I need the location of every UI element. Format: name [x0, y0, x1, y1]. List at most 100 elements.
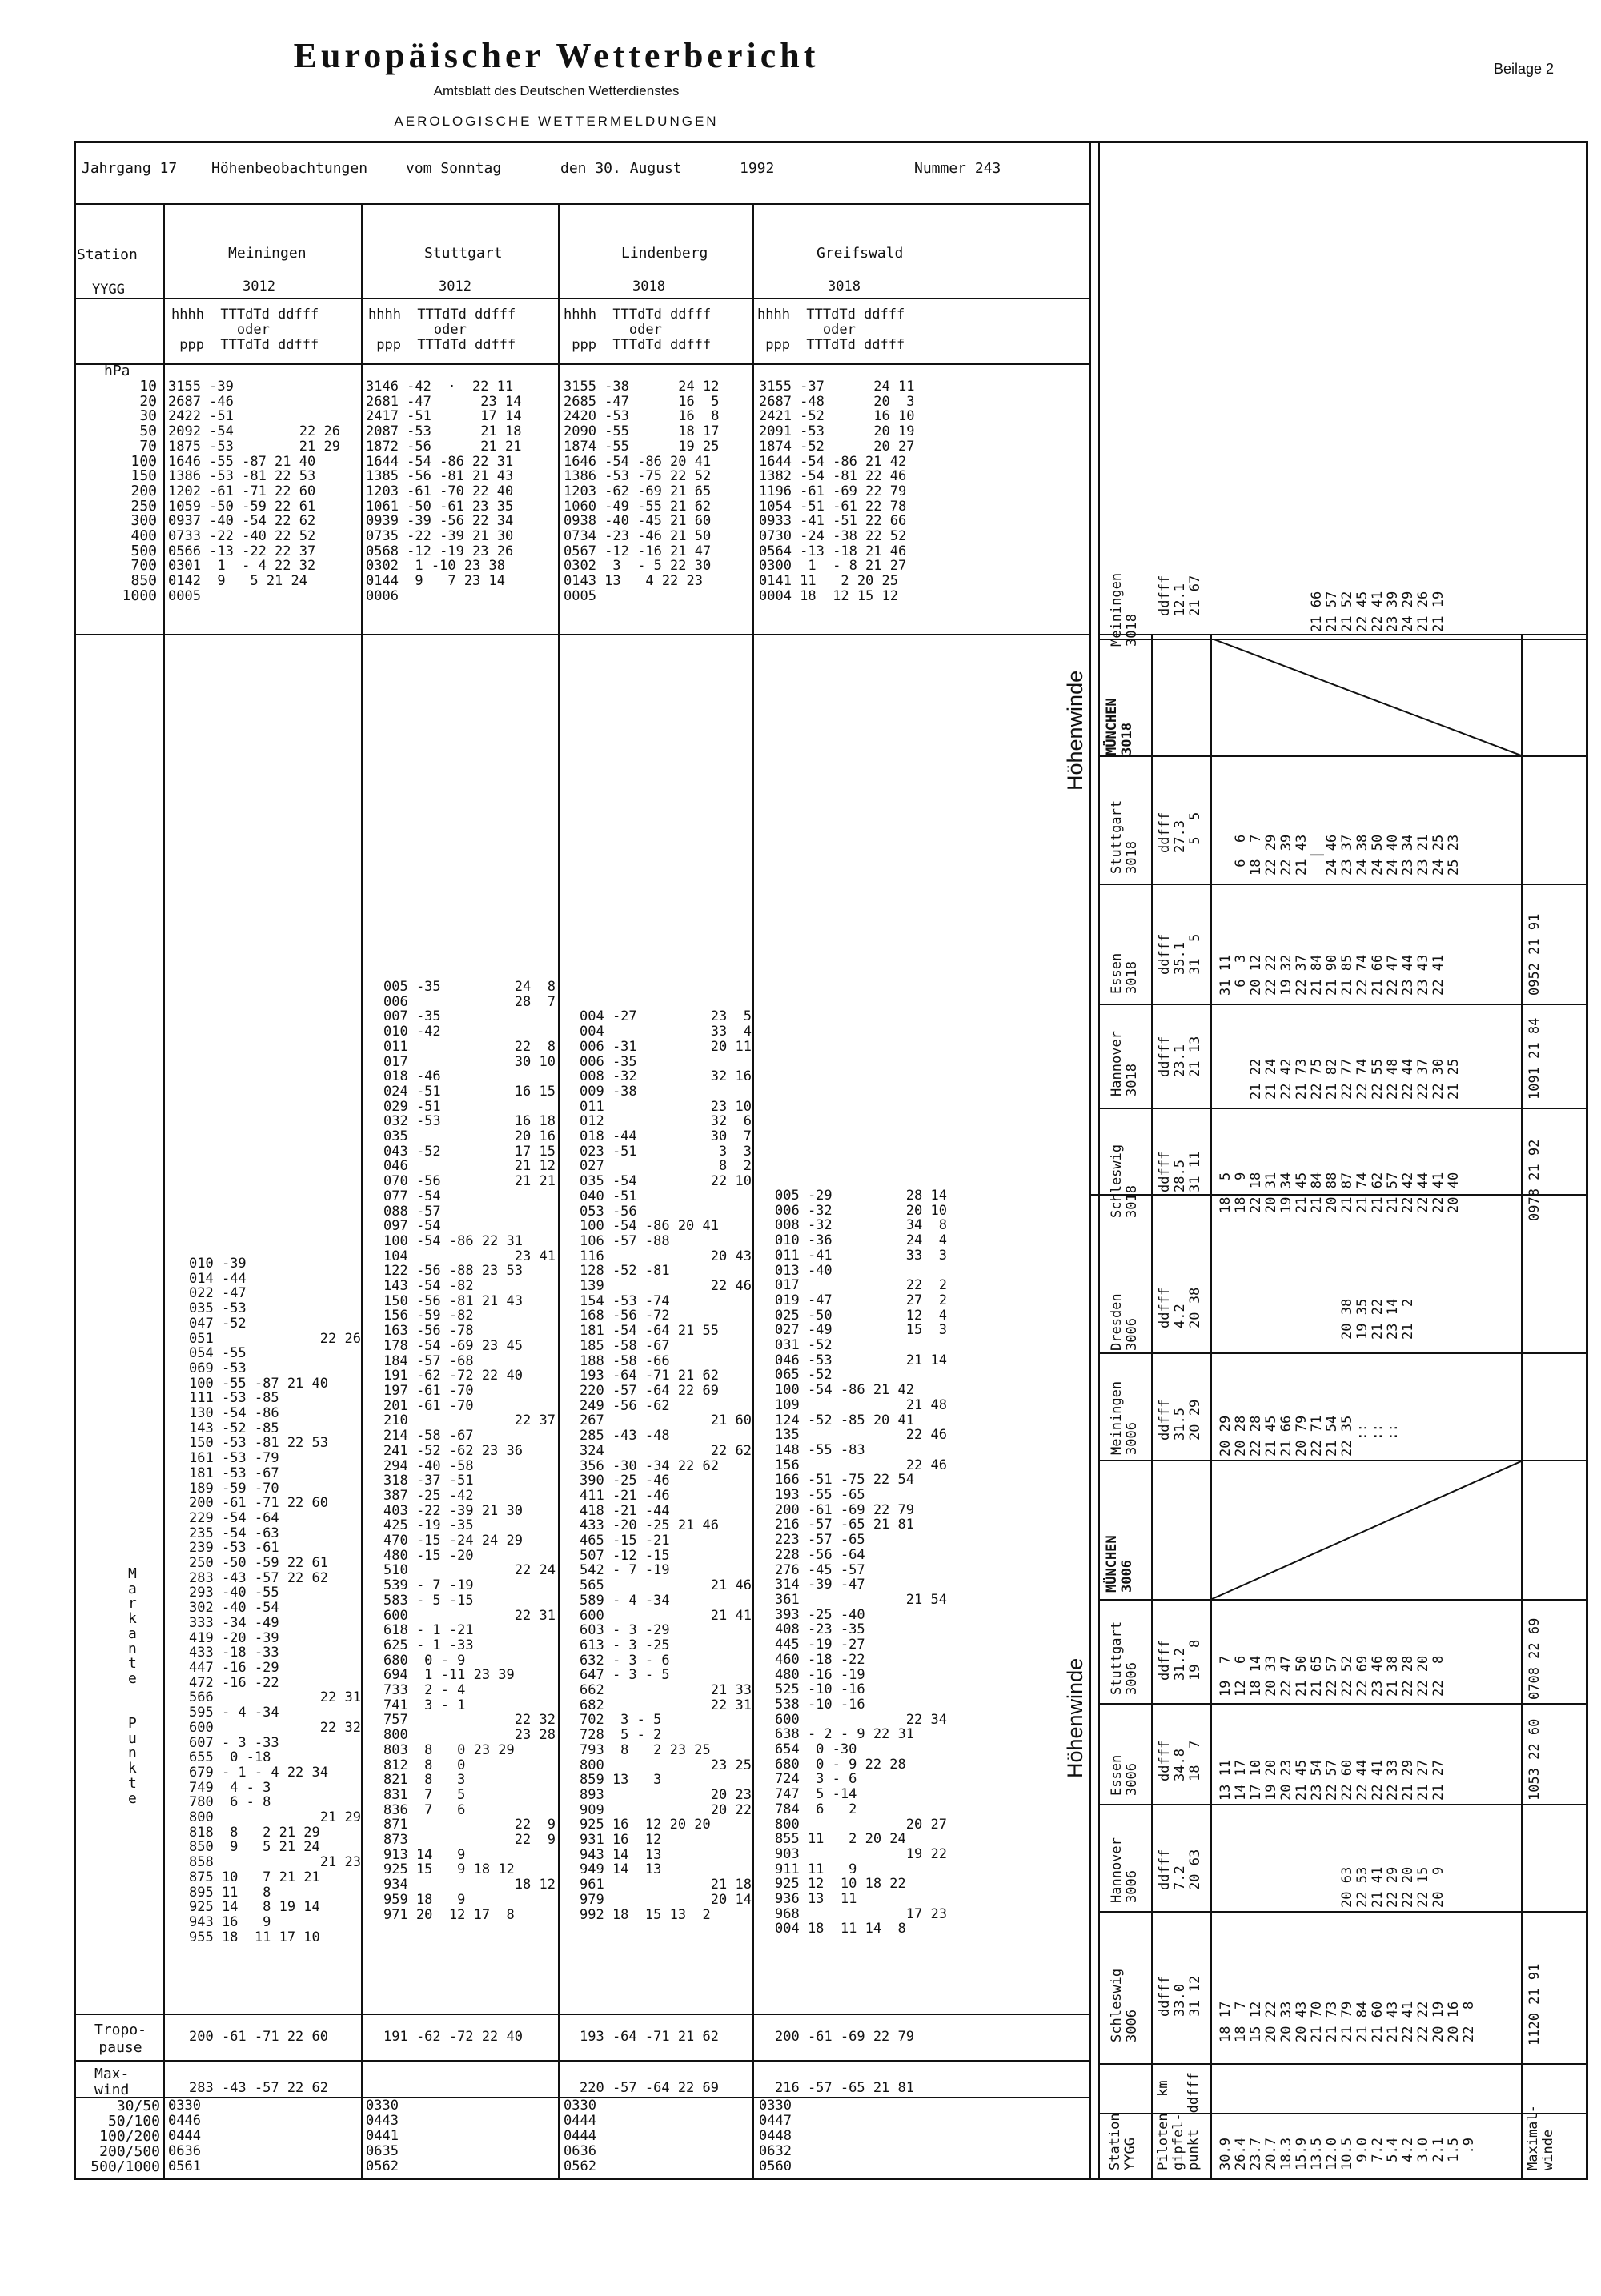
yygg-label: YYGG	[92, 282, 125, 298]
tropo-lindenberg: 193 -64 -71 21 62	[580, 2029, 719, 2045]
pilot-bottom-hannover-name: Hannover 3006	[1109, 1837, 1140, 1903]
pilot-top-essen-name: Essen 3018	[1109, 952, 1140, 994]
pilot-top-schleswig-max: 0978 21 92	[1527, 1139, 1543, 1221]
pilot-meiningen3006-head: ddfff 31.5 20 29	[1157, 1399, 1203, 1441]
maxwind-lindenberg: 220 -57 -64 22 69	[580, 2080, 719, 2096]
shear-lindenberg: 0330 0444 0444 0636 0562	[564, 2098, 596, 2174]
pilot-bottom-schleswig-max: 1120 21 91	[1527, 1963, 1543, 2046]
pilot-top-stuttgart-head: ddfff 27.3 5 5	[1157, 811, 1203, 853]
station-stuttgart: Stuttgart	[424, 245, 503, 262]
pilot-bottom-stuttgart-values: 19 7 12 6 18 14 20 33 22 47 21 50 21 65 …	[1218, 1655, 1447, 1697]
sig-data-greifswald: 005 -29 28 14 006 -32 20 10 008 -32 34 8…	[775, 1188, 947, 1937]
issue-title: Höhenbeobachtungen	[211, 160, 368, 177]
shear-meiningen: 0330 0446 0444 0636 0561	[168, 2098, 201, 2174]
pilot-bottom-essen-head: ddfff 34.8 18 7	[1157, 1740, 1203, 1781]
shear-stuttgart: 0330 0443 0441 0635 0562	[366, 2098, 399, 2174]
pilot-bottom-schleswig-name: Schleswig 3006	[1109, 1968, 1140, 2042]
pilot-top-stuttgart-values: 6 6 18 7 22 29 22 39 21 43 | 24 46 23 37…	[1233, 834, 1462, 876]
pilot-top-essen-head: ddfff 35.1 31 5	[1157, 933, 1203, 975]
muenchen-3006-cross	[1212, 1461, 1521, 1599]
colhead-meiningen: hhhh TTTdTd ddfff oder ppp TTTdTd ddfff	[171, 307, 319, 353]
std-data-greifswald: 3155 -37 24 11 2687 -48 20 3 2421 -52 16…	[759, 379, 915, 604]
pilot-dresden-name: Dresden 3006	[1109, 1293, 1140, 1351]
pilot-top-hannover-head: ddfff 23.1 21 13	[1157, 1036, 1203, 1077]
tropopause-label: Tropo- pause	[94, 2022, 147, 2056]
pilot-bottom-essen-name: Essen 3006	[1109, 1754, 1140, 1796]
pilot-bottom-stuttgart-max: 0708 22 69	[1527, 1617, 1543, 1700]
pilot-top-hannover-values: 21 22 21 24 22 42 21 73 22 75 21 82 22 7…	[1248, 1058, 1462, 1100]
pilot-top-essen-values: 31 11 6 3 20 12 22 22 19 32 22 37 21 84 …	[1218, 954, 1447, 996]
jahrgang: Jahrgang 17	[82, 160, 178, 177]
pilot-top-schleswig-head: ddfff 28.5 31 11	[1157, 1151, 1203, 1192]
tropo-greifswald: 200 -61 -69 22 79	[775, 2029, 914, 2045]
pilot-station-label: Station YYGG	[1107, 2113, 1138, 2170]
issue-day: vom Sonntag	[406, 160, 502, 177]
sig-data-lindenberg: 004 -27 23 5 004 33 4 006 -31 20 11 006 …	[580, 1008, 752, 1923]
std-data-lindenberg: 3155 -38 24 12 2685 -47 16 5 2420 -53 16…	[564, 379, 720, 604]
pilot-bottom-stuttgart-name: Stuttgart 3006	[1109, 1621, 1140, 1695]
maxwind-greifswald: 216 -57 -65 21 81	[775, 2080, 914, 2096]
station-label: Station	[77, 246, 138, 263]
hoehenwinde-label-top: Höhenwinde	[1063, 670, 1087, 791]
pilot-muenchen3006-name: MÜNCHEN 3006	[1104, 1535, 1135, 1593]
pilot-dresden-head: ddfff 4.2 20 38	[1157, 1287, 1203, 1328]
pilot-top-essen-max: 0952 21 91	[1527, 913, 1543, 996]
colhead-lindenberg: hhhh TTTdTd ddfff oder ppp TTTdTd ddfff	[564, 307, 712, 353]
pilot-top-schleswig-values: 18 5 18 9 22 18 20 31 19 34 21 45 21 84 …	[1218, 1172, 1462, 1213]
section-title: AEROLOGISCHE WETTERMELDUNGEN	[394, 114, 719, 129]
pilot-top-hannover-max: 1091 21 84	[1527, 1017, 1543, 1100]
frame-right	[1586, 141, 1588, 2180]
frame-left	[74, 141, 76, 2180]
sig-data-meiningen: 010 -39 014 -44 022 -47 035 -53 047 -52 …	[189, 1256, 361, 1945]
issue-number: Nummer 243	[914, 160, 1001, 177]
report-subtitle: Amtsblatt des Deutschen Wetterdienstes	[433, 83, 680, 98]
pilot-bottom-hannover-values: 20 63 22 53 21 41 22 29 22 20 22 15 20 9	[1339, 1866, 1447, 1908]
pilot-bottom-essen-values: 13 11 14 17 17 10 19 20 20 23 21 45 23 5…	[1218, 1759, 1447, 1801]
station-lindenberg: Lindenberg	[621, 245, 708, 262]
tropo-stuttgart: 191 -62 -72 22 40	[383, 2029, 523, 2045]
muenchen-3018-cross	[1212, 639, 1521, 755]
shear-levels: 30/50 50/100 100/200 200/500 500/1000	[90, 2098, 160, 2175]
pilot-bottom-stuttgart-head: ddfff 31.2 19 8	[1157, 1639, 1203, 1681]
pilot-meiningen3006-name: Meiningen 3006	[1109, 1380, 1140, 1455]
std-levels: 10 20 30 50 70 100 150 200 250 300 400 5…	[122, 378, 157, 604]
yygg-greifswald: 3018	[828, 278, 861, 295]
yygg-lindenberg: 3018	[632, 278, 665, 295]
pilot-bottom-schleswig-head: ddfff 33.0 31 12	[1157, 1975, 1203, 2017]
maxwind-label: Max- wind	[94, 2066, 130, 2098]
issue-year: 1992	[740, 160, 775, 177]
pilot-top-schleswig-name: Schleswig 3018	[1109, 1144, 1140, 1218]
hoehenwinde-label-bottom: Höhenwinde	[1063, 1657, 1087, 1778]
markante-punkte-label: M a r k a n t e P u n k t e	[128, 1565, 137, 1807]
frame-bottom	[74, 2178, 1588, 2180]
pilot-dresden-values: 20 38 19 35 21 22 23 14 21 2	[1339, 1298, 1416, 1340]
yygg-meiningen: 3012	[243, 278, 275, 295]
shear-greifswald: 0330 0447 0448 0632 0560	[759, 2098, 792, 2174]
colhead-greifswald: hhhh TTTdTd ddfff oder ppp TTTdTd ddfff	[757, 307, 905, 353]
issue-date: den 30. August	[560, 160, 682, 177]
pilot-top-stuttgart-name: Stuttgart 3018	[1109, 799, 1140, 874]
maxwind-meiningen: 283 -43 -57 22 62	[189, 2080, 328, 2096]
pilot-bottom-essen-max: 1053 22 60	[1527, 1718, 1543, 1801]
pilot-km-values: 30.9 26.4 23.7 20.7 18.3 15.9 13.5 12.0 …	[1218, 2138, 1477, 2170]
hpa-label: hPa	[104, 363, 130, 379]
pilot-top-meiningen-values: 21 66 21 57 21 52 22 45 22 41 23 39 24 2…	[1309, 591, 1447, 632]
pilot-max-label: Maximal- winde	[1525, 2105, 1556, 2170]
beilage-label: Beilage 2	[1494, 61, 1555, 77]
pilot-bottom-hannover-head: ddfff 7.2 20 63	[1157, 1849, 1203, 1890]
pilot-top-meiningen-head: ddfff 12.1 21 67	[1157, 575, 1203, 616]
sig-data-stuttgart: 005 -35 24 8 006 28 7 007 -35 010 -42 01…	[383, 979, 556, 1923]
station-greifswald: Greifswald	[817, 245, 904, 262]
colhead-stuttgart: hhhh TTTdTd ddfff oder ppp TTTdTd ddfff	[368, 307, 516, 353]
pilot-top-hannover-name: Hannover 3018	[1109, 1031, 1140, 1096]
pilot-meiningen3006-values: 20 29 20 28 22 28 21 45 21 66 20 79 22 7…	[1218, 1415, 1401, 1457]
station-meiningen: Meiningen	[228, 245, 307, 262]
std-data-meiningen: 3155 -39 2687 -46 2422 -51 2092 -54 22 2…	[168, 379, 340, 604]
pilot-bottom-schleswig-values: 18 17 18 7 15 12 20 22 20 33 20 43 21 70…	[1218, 2001, 1477, 2042]
pilot-gipfel-label: Piloten km gipfel- punkt ddfff	[1155, 2072, 1202, 2170]
pilot-top-muenchen-name: MÜNCHEN 3018	[1104, 698, 1135, 755]
pilot-top-meiningen-name: Meiningen 3018	[1109, 572, 1140, 647]
yygg-stuttgart: 3012	[439, 278, 471, 295]
tropo-meiningen: 200 -61 -71 22 60	[189, 2029, 328, 2045]
report-title: Europäischer Wetterbericht	[293, 36, 820, 75]
